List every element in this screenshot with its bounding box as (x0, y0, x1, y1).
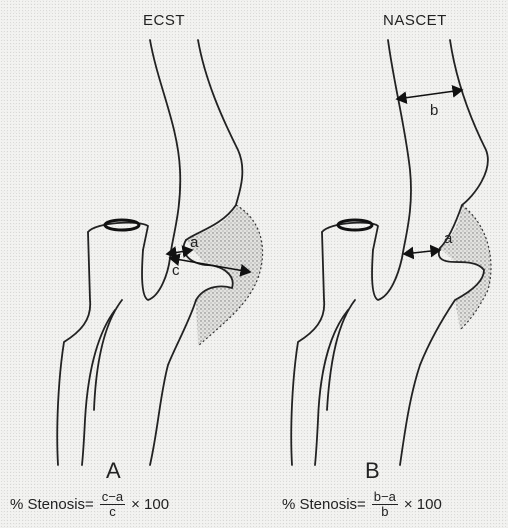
formula-nascet-lhs: % Stenosis= (282, 496, 366, 513)
panel-b-title: NASCET (383, 12, 447, 29)
lumen-a (150, 240, 233, 465)
label-a-panel-a: a (190, 234, 198, 251)
ica-left-wall-b (372, 40, 411, 300)
formula-nascet-denominator: b (379, 505, 390, 519)
formula-nascet-rhs: × 100 (404, 496, 442, 513)
label-a-panel-b: a (444, 230, 452, 247)
formula-nascet: % Stenosis= b−a b × 100 (282, 490, 442, 519)
arrow-b-distal (397, 90, 462, 99)
plaque-a (186, 205, 263, 346)
panel-a-artery (57, 40, 262, 465)
formula-ecst: % Stenosis= c−a c × 100 (10, 490, 169, 519)
panel-a-title: ECST (143, 12, 185, 29)
lumen-b (400, 248, 484, 465)
cca-inner-a (82, 310, 115, 465)
panel-b-letter: B (365, 458, 380, 484)
panel-b-artery (291, 40, 491, 465)
formula-ecst-fraction: c−a c (100, 490, 125, 519)
formula-nascet-fraction: b−a b (372, 490, 398, 519)
formula-ecst-numerator: c−a (100, 490, 125, 505)
formula-ecst-lhs: % Stenosis= (10, 496, 94, 513)
formula-ecst-denominator: c (107, 505, 118, 519)
cca-inner2-b (327, 300, 355, 410)
formula-ecst-rhs: × 100 (131, 496, 169, 513)
formula-nascet-numerator: b−a (372, 490, 398, 505)
eca-b-opening (338, 220, 372, 230)
arrow-a-residual-b (404, 250, 440, 254)
panel-a-letter: A (106, 458, 121, 484)
label-b-panel-b: b (430, 102, 438, 119)
eca-b (291, 232, 324, 465)
eca-a-opening (105, 220, 139, 230)
cca-inner-b (315, 310, 348, 465)
ica-left-wall-a (142, 40, 180, 300)
label-c-panel-a: c (172, 262, 180, 279)
cca-inner2-a (94, 300, 122, 410)
